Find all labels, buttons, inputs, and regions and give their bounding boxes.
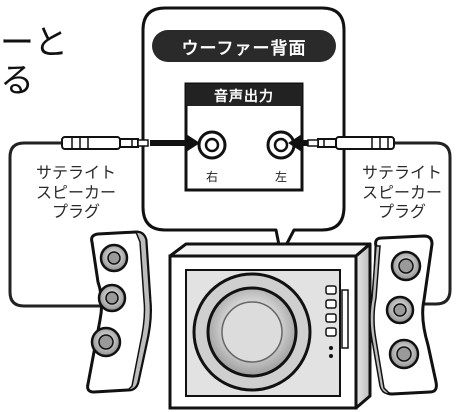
panel-title: ウーファー背面 <box>181 39 307 59</box>
satellite-plug-label-left-line2: スピーカー <box>35 182 116 202</box>
subwoofer-icon <box>168 242 372 410</box>
right-plug-icon <box>307 136 395 150</box>
left-plug-icon <box>61 136 149 150</box>
jack-left-label: 左 <box>274 170 287 184</box>
jack-right-icon <box>197 130 227 160</box>
satellite-plug-label-right: サテライト スピーカー プラグ <box>346 163 458 222</box>
heading-fragment-line1: ーと <box>0 23 68 63</box>
satellite-speaker-left-icon <box>86 230 152 394</box>
satellite-plug-label-right-line1: サテライト <box>361 163 442 182</box>
jack-right-label: 右 <box>205 170 218 184</box>
satellite-plug-label-left-line3: プラグ <box>51 202 100 222</box>
audio-output-label: 音声出力 <box>214 89 274 105</box>
satellite-plug-label-left-line1: サテライト <box>35 163 116 182</box>
satellite-plug-label-right-line3: プラグ <box>377 202 426 222</box>
heading-fragment-line2: る <box>0 61 34 101</box>
satellite-plug-label-left: サテライト スピーカー プラグ <box>20 163 132 222</box>
arrow-right-icon <box>150 134 200 152</box>
callout-panel <box>141 6 346 257</box>
jack-left-icon <box>266 130 296 160</box>
right-cable <box>392 141 452 306</box>
panel-title-pill <box>152 30 336 62</box>
satellite-plug-label-right-line2: スピーカー <box>361 182 442 202</box>
arrow-left-icon <box>288 134 308 152</box>
audio-output-bar <box>186 84 302 106</box>
satellite-speaker-right-icon <box>369 234 438 396</box>
left-cable <box>8 141 100 308</box>
